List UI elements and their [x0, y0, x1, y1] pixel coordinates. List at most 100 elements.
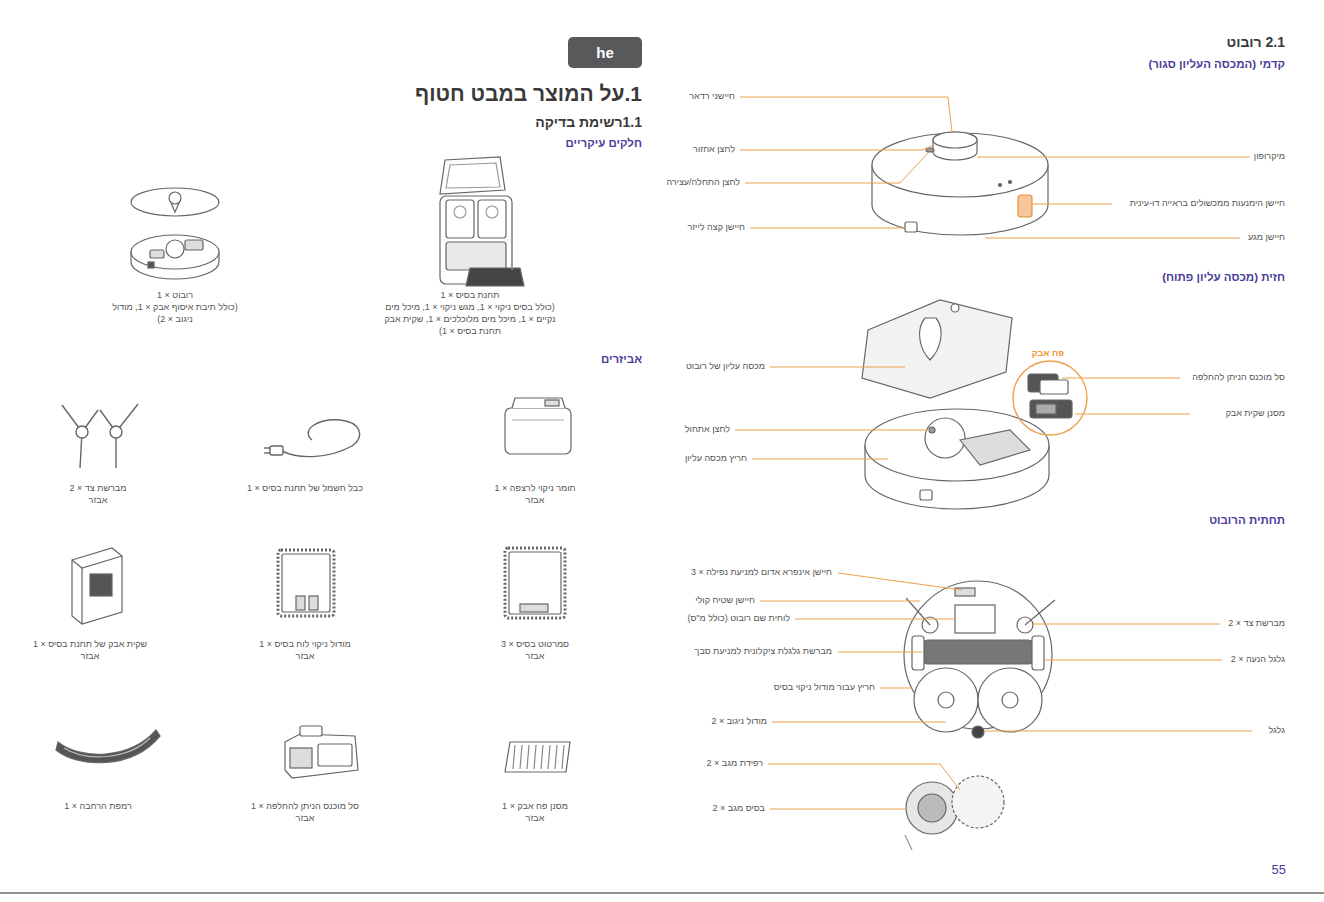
leader-line-part	[735, 430, 930, 431]
leader-line	[740, 97, 1250, 238]
callout-label: בסיס מגב × 2	[600, 803, 765, 814]
callout-label: חריץ מכסה עליון	[635, 453, 747, 464]
floor-cleaner-drawing-part	[512, 398, 565, 408]
robot-bottom-drawing-part	[955, 605, 995, 633]
mop-pads-drawing-part	[906, 782, 958, 834]
leader-line-part	[770, 809, 906, 810]
robot-kit-drawing-part	[169, 192, 181, 204]
robot-bottom-drawing-part	[978, 668, 1042, 732]
robot-open-drawing-part	[862, 300, 1012, 398]
item-caption: רובוט × 1	[95, 289, 255, 301]
callout-label: חיישן מגע	[1150, 232, 1285, 243]
robot-kit-drawing-part	[148, 262, 154, 268]
dust-filter-drawing	[505, 742, 570, 772]
robot-bottom-drawing-part	[1025, 600, 1055, 625]
section-title: 2.1 רובוט	[1085, 34, 1285, 50]
robot-front-drawing-part	[926, 148, 934, 152]
item-caption: אבזר	[8, 494, 188, 506]
robot-kit-drawing-part	[150, 250, 164, 258]
mop-cloth-drawing-part	[509, 552, 561, 614]
robot-front-drawing-part	[933, 132, 977, 148]
robot-kit-drawing	[131, 188, 219, 279]
base-station-drawing-part	[511, 205, 512, 270]
dust-bin-callout-circle-part	[1013, 361, 1087, 435]
robot-open-drawing-part	[960, 430, 1030, 465]
callout-label: חיישן הימנעות ממכשולים בראייה דו-עינית	[1005, 198, 1285, 209]
leader-line-part	[838, 652, 922, 653]
power-cable-drawing-part	[264, 452, 270, 453]
robot-kit-drawing-part	[166, 240, 184, 258]
subsection-heading: תחתית הרובוט	[1085, 514, 1285, 526]
item-caption: מודול ניקוי לוח בסיס × 1	[215, 638, 395, 650]
robot-kit-drawing-part	[131, 235, 219, 269]
section-title: 1.1רשימת בדיקה	[442, 114, 642, 130]
page-rule	[0, 893, 1324, 894]
leader-line	[735, 367, 1190, 459]
floor-cleaner-drawing-part	[512, 419, 564, 420]
item-caption: אבזר	[215, 812, 395, 824]
item-caption: סל מוכנס הניתן להחלפה × 1	[215, 800, 395, 812]
subsection-heading: אביזרים	[442, 353, 642, 365]
extension-ramp-drawing-part	[56, 730, 160, 763]
callout-label: לוחית שם רובוט (כולל מ"ס)	[600, 613, 790, 624]
dust-bag-drawing	[72, 548, 122, 624]
mop-pads-drawing	[905, 776, 1004, 850]
base-station-drawing-part	[440, 157, 505, 194]
leader-line-part	[977, 157, 1250, 158]
item-caption: שקית אבק של תחנת בסיס × 1	[0, 638, 180, 650]
robot-bottom-drawing-part	[972, 726, 984, 738]
dust-bag-drawing-part	[72, 548, 122, 624]
dust-bin-basket-drawing-part	[300, 726, 322, 736]
floor-cleaner-drawing-part	[545, 400, 559, 406]
item-caption: סמרטוט בסיס × 3	[445, 638, 625, 650]
item-caption: רמפת הרחבה × 1	[8, 800, 188, 812]
dust-bag-drawing-part	[90, 574, 112, 596]
robot-bottom-drawing-part	[912, 636, 924, 670]
robot-front-drawing-part	[1009, 181, 1012, 184]
callout-label: מסנן שקית אבק	[1085, 408, 1285, 419]
base-plate-module-drawing-part	[278, 550, 334, 616]
robot-front-drawing-part	[872, 133, 1048, 197]
robot-kit-drawing-part	[171, 203, 179, 212]
base-station-drawing-part	[446, 163, 500, 188]
extension-ramp-drawing	[56, 730, 160, 763]
base-station-drawing-part	[466, 268, 524, 286]
leader-line-part	[750, 228, 905, 229]
dust-bin-drawing-part	[1040, 380, 1068, 394]
callout-label: פח אבק	[1008, 348, 1088, 358]
item-caption: אבזר	[0, 650, 180, 662]
dust-bin-basket-drawing	[285, 726, 358, 778]
dust-bag-drawing-part	[72, 556, 122, 568]
leader-line-part	[752, 459, 888, 460]
floor-cleaner-drawing-part	[505, 408, 571, 454]
callout-label: לחצן אחזור	[635, 144, 735, 155]
mop-cloth-drawing-part	[505, 548, 565, 618]
mop-pads-drawing-part	[918, 794, 946, 822]
robot-front-drawing-part	[905, 222, 917, 232]
robot-bottom-drawing-part	[1032, 636, 1044, 670]
page-title: 1.על המוצר במבט חטוף	[292, 82, 642, 106]
side-brushes-drawing-part	[110, 426, 122, 438]
leader-line-part	[795, 619, 955, 620]
robot-bottom-drawing-part	[906, 598, 930, 625]
robot-front-drawing-part	[1018, 195, 1032, 217]
leader-line-part	[880, 688, 912, 689]
callout-label: חיישני רדאר	[635, 91, 735, 102]
base-station-drawing-part	[478, 200, 506, 238]
robot-open-drawing-part	[920, 318, 942, 360]
side-brushes-drawing-part	[76, 426, 88, 438]
mop-pads-drawing-part	[905, 835, 912, 850]
extension-ramp-drawing-part	[64, 738, 150, 757]
item-caption: כבל חשמל של תחנת בסיס × 1	[215, 482, 395, 494]
base-plate-module-drawing-part	[282, 554, 330, 612]
robot-front-drawing-part	[933, 132, 977, 160]
floor-cleaner-drawing	[505, 398, 571, 454]
subsection-heading: חזית (מכסה עליון פתוח)	[1085, 271, 1285, 283]
robot-kit-drawing-part	[185, 240, 203, 250]
callout-label: חריץ עבור מודול ניקוי בסיס	[600, 682, 875, 693]
item-caption: אבזר	[445, 812, 625, 824]
callout-label: מודול ניגוב × 2	[600, 716, 767, 727]
mop-cloth-drawing-part	[520, 604, 548, 612]
dust-bin-drawing-part	[1030, 400, 1072, 418]
